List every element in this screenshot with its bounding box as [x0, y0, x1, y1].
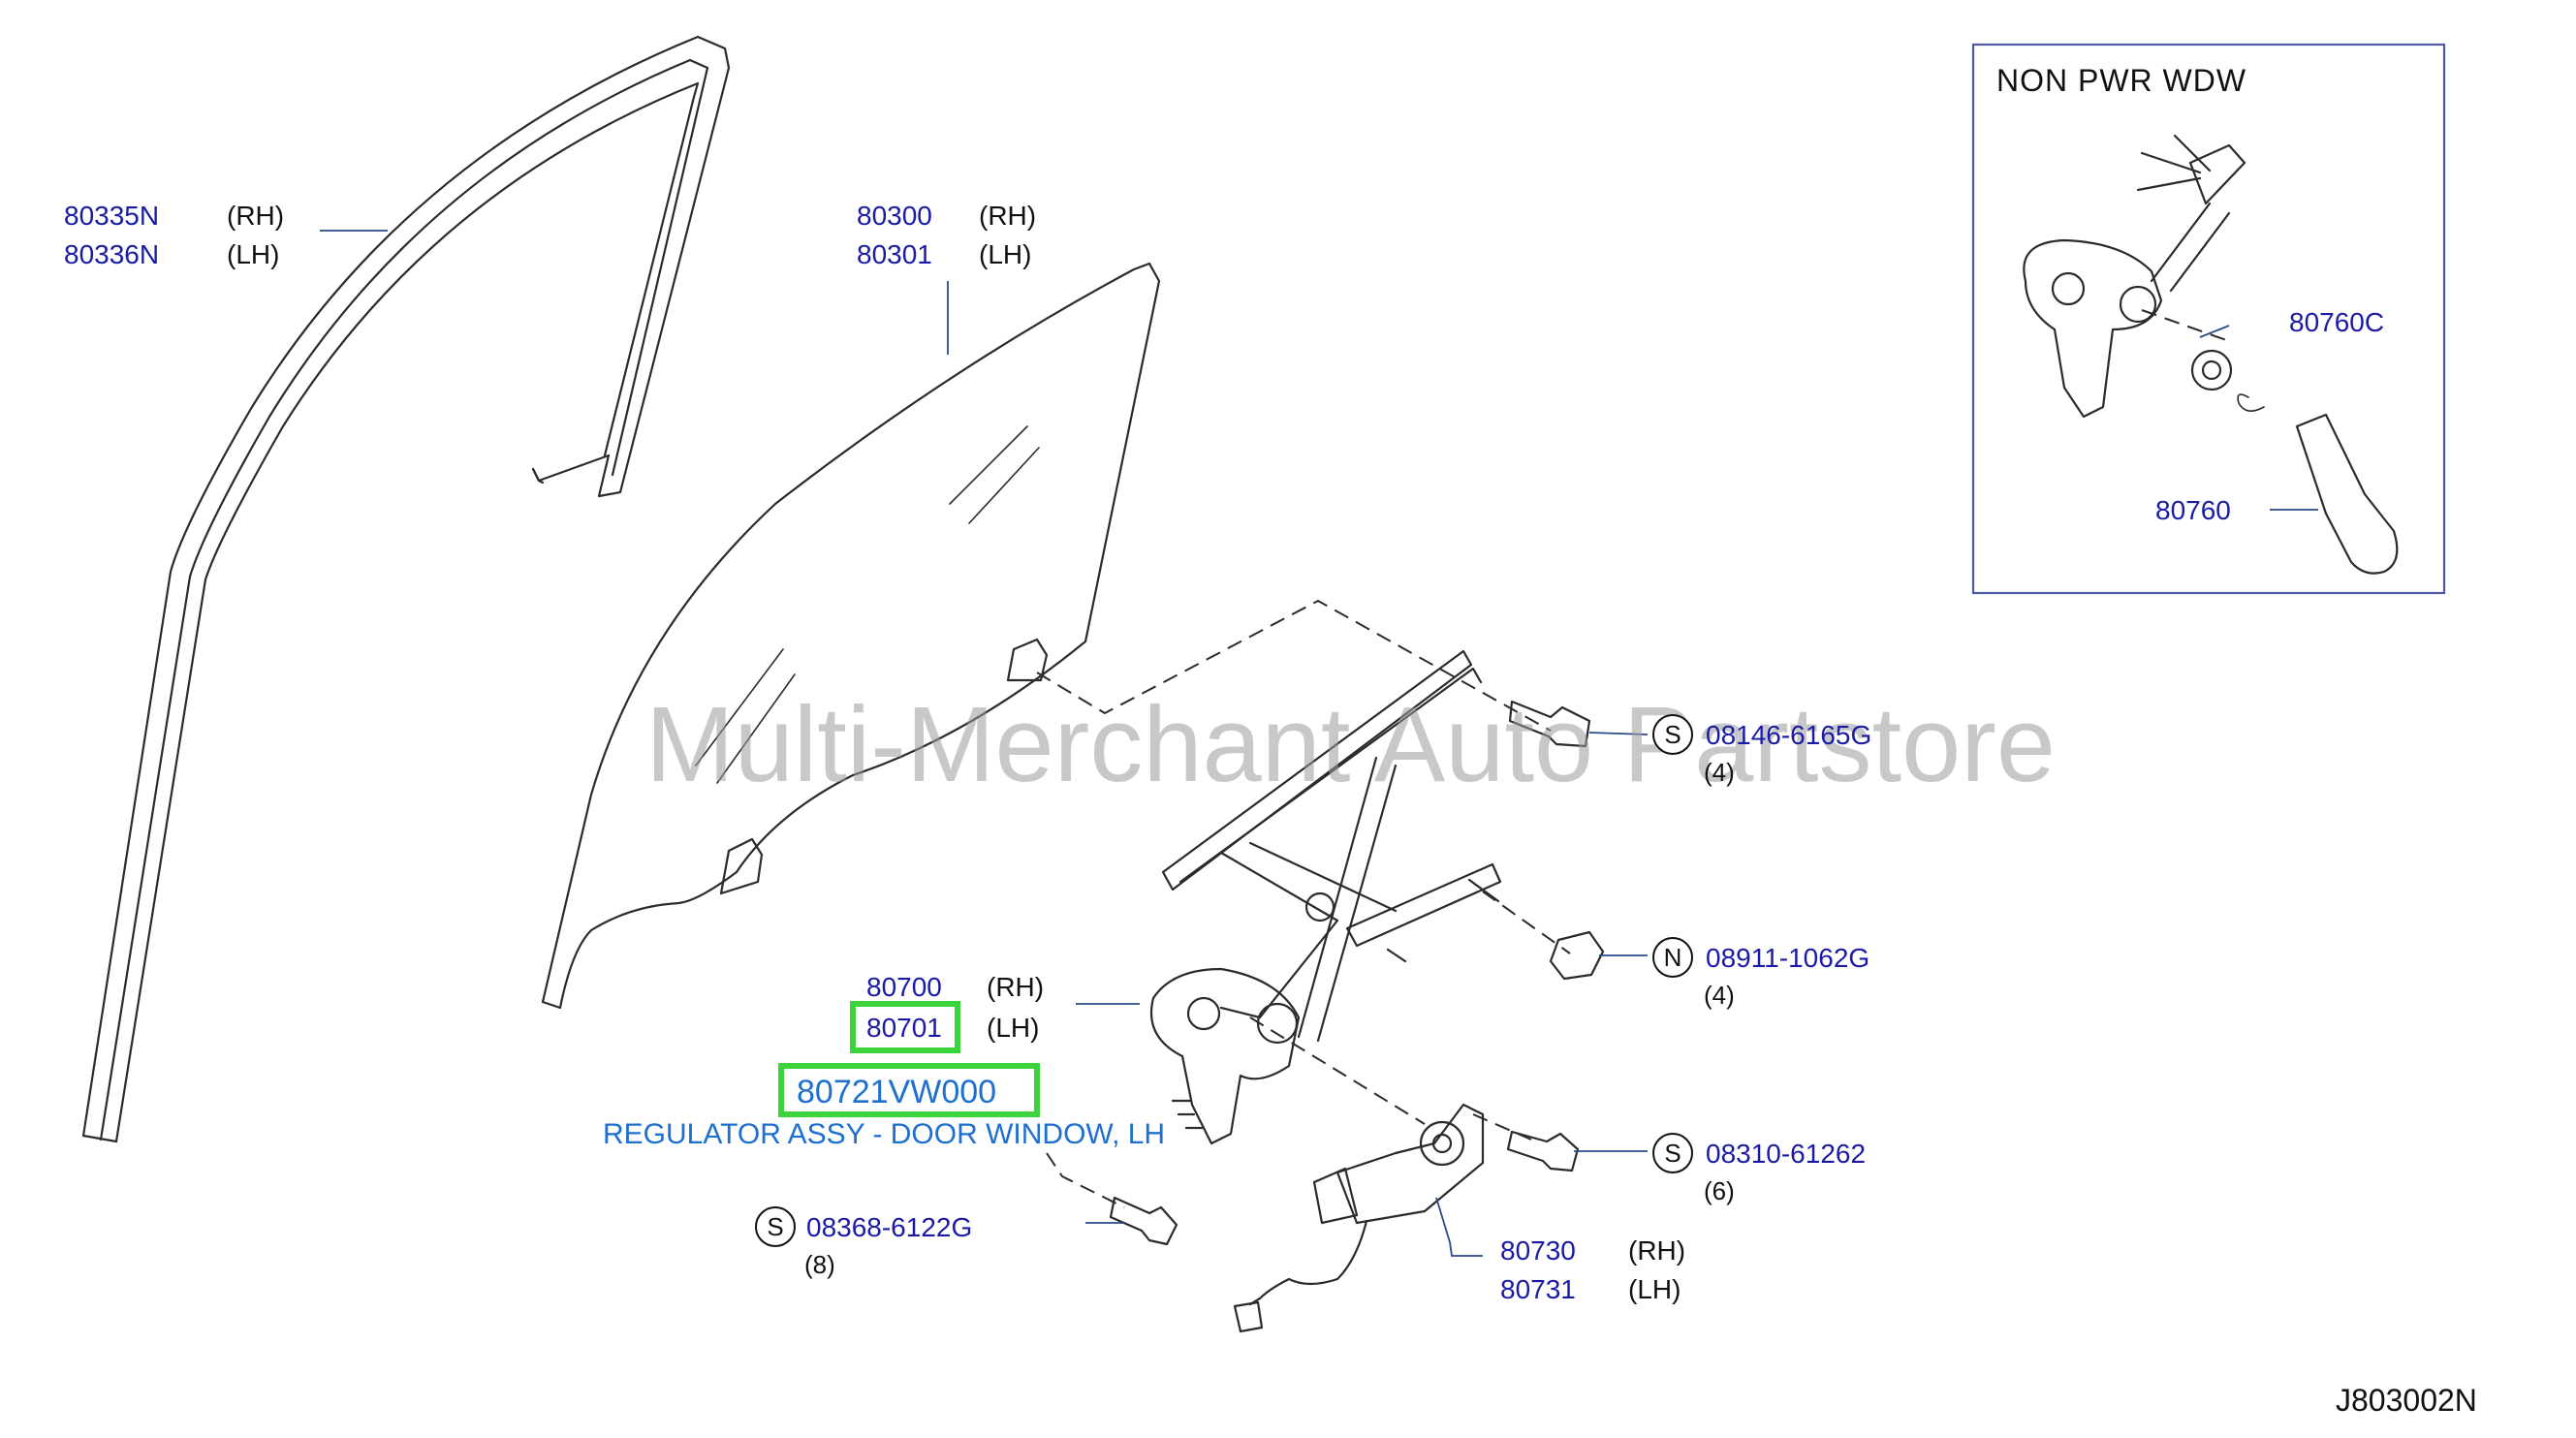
label-escutcheon-pn: 80760C	[2289, 307, 2384, 337]
label-motor-lh-side: (LH)	[1628, 1274, 1681, 1304]
label-bolt-lower-qty: (8)	[804, 1250, 835, 1279]
label-bolt-upper: S 08146-6165G (4)	[1652, 714, 1871, 787]
label-regulator-lh-side: (LH)	[987, 1013, 1039, 1043]
label-bolt-motor-pn: 08310-61262	[1706, 1139, 1866, 1169]
label-sash: 80335N (RH) 80336N (LH)	[64, 201, 284, 269]
label-regulator-rh-pn: 80700	[866, 972, 942, 1002]
assembly-dash-lines	[1036, 599, 1571, 1208]
label-sash-lh-side: (LH)	[227, 239, 279, 269]
label-nut: N 08911-1062G (4)	[1652, 937, 1869, 1010]
label-regulator-rh-side: (RH)	[987, 972, 1044, 1002]
drawing-code: J803002N	[2336, 1383, 2477, 1418]
label-glass-rh-side: (RH)	[979, 201, 1036, 231]
leader-lines	[320, 230, 2318, 1257]
highlighted-part-description: REGULATOR ASSY - DOOR WINDOW, LH	[603, 1118, 1165, 1150]
label-bolt-motor-qty: (6)	[1704, 1176, 1735, 1205]
label-sash-lh-pn: 80336N	[64, 239, 159, 269]
highlighted-part: 80721VW000 REGULATOR ASSY - DOOR WINDOW,…	[603, 1063, 1165, 1150]
label-nut-pn: 08911-1062G	[1706, 943, 1869, 973]
highlight-box-part-number	[778, 1063, 1040, 1117]
label-glass-lh-pn: 80301	[857, 239, 932, 269]
label-bolt-motor: S 08310-61262 (6)	[1652, 1133, 1866, 1205]
watermark: Multi-Merchant Auto Partstore	[645, 685, 2056, 804]
label-bolt-lower: S 08368-6122G (8)	[755, 1206, 972, 1279]
fastener-drawings	[1109, 700, 1605, 1246]
inset-panel	[1971, 43, 2446, 595]
label-motor: 80730 (RH) 80731 (LH)	[1500, 1235, 1685, 1304]
label-glass: 80300 (RH) 80301 (LH)	[857, 201, 1036, 269]
label-sash-rh-pn: 80335N	[64, 201, 159, 231]
highlighted-part-number: 80721VW000	[797, 1074, 996, 1110]
highlight-box-80701	[850, 1001, 960, 1053]
door-glass-drawing	[541, 262, 1161, 1010]
label-glass-rh-pn: 80300	[857, 201, 932, 231]
bolt-upper-symbol: S	[1664, 720, 1681, 749]
label-regulator: 80700 (RH) 80701 (LH)	[850, 972, 1044, 1053]
bolt-lower-symbol: S	[767, 1212, 783, 1241]
label-regulator-lh-pn: 80701	[866, 1013, 942, 1043]
door-sash-drawing	[81, 35, 731, 1143]
regulator-motor-drawing	[1233, 1103, 1485, 1333]
label-motor-rh-pn: 80730	[1500, 1235, 1576, 1266]
label-bolt-lower-pn: 08368-6122G	[806, 1212, 972, 1242]
label-nut-qty: (4)	[1704, 981, 1735, 1010]
label-bolt-upper-qty: (4)	[1704, 758, 1735, 787]
label-motor-lh-pn: 80731	[1500, 1274, 1576, 1304]
window-regulator-drawing	[1149, 649, 1502, 1145]
nut-symbol: N	[1664, 943, 1682, 972]
label-handle-pn: 80760	[2155, 495, 2231, 525]
label-bolt-upper-pn: 08146-6165G	[1706, 720, 1871, 750]
bolt-motor-symbol: S	[1664, 1139, 1681, 1168]
label-sash-rh-side: (RH)	[227, 201, 284, 231]
label-motor-rh-side: (RH)	[1628, 1235, 1685, 1266]
inset-title: NON PWR WDW	[1996, 63, 2246, 98]
label-glass-lh-side: (LH)	[979, 239, 1031, 269]
